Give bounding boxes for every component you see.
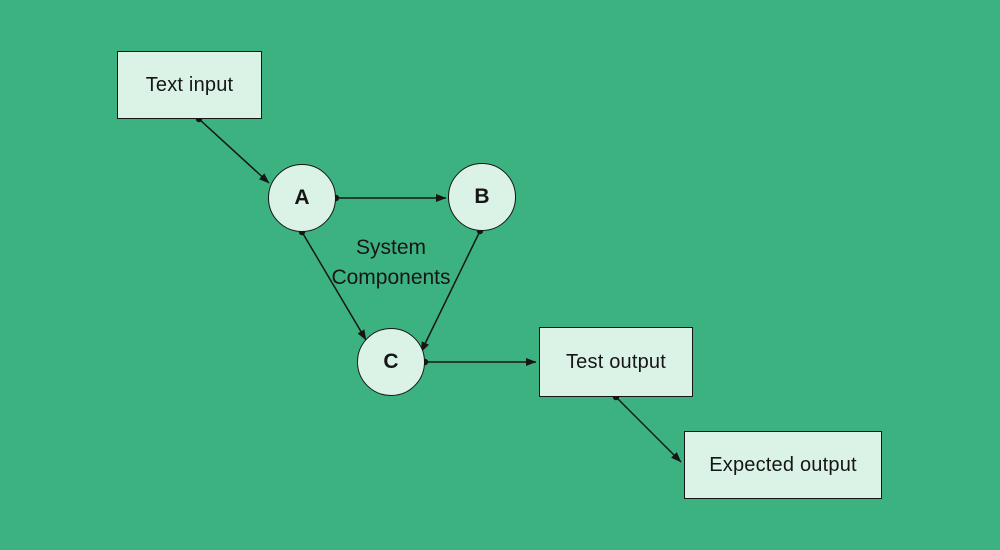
text-input-node[interactable]: Text input	[117, 51, 262, 119]
node-c-label: C	[383, 350, 399, 373]
expected-output-label: Expected output	[709, 453, 857, 476]
node-b-label: B	[474, 185, 490, 208]
text-input-label: Text input	[145, 73, 234, 96]
node-b-node[interactable]: B	[448, 163, 516, 231]
node-a-label: A	[294, 186, 310, 209]
system-components-caption: System Components	[271, 233, 511, 293]
test-output-label: Test output	[565, 350, 667, 373]
edge-text-input-to-a[interactable]	[195, 115, 270, 184]
test-output-node[interactable]: Test output	[539, 327, 693, 397]
edge-b-to-c[interactable]	[420, 227, 484, 353]
edge-test-output-to-expected[interactable]	[612, 393, 682, 463]
caption-line-2: Components	[331, 266, 451, 289]
expected-output-node[interactable]: Expected output	[684, 431, 882, 499]
node-c-node[interactable]: C	[357, 328, 425, 396]
edge-a-to-c[interactable]	[298, 228, 367, 341]
node-a-node[interactable]: A	[268, 164, 336, 232]
caption-line-1: System	[355, 236, 426, 259]
